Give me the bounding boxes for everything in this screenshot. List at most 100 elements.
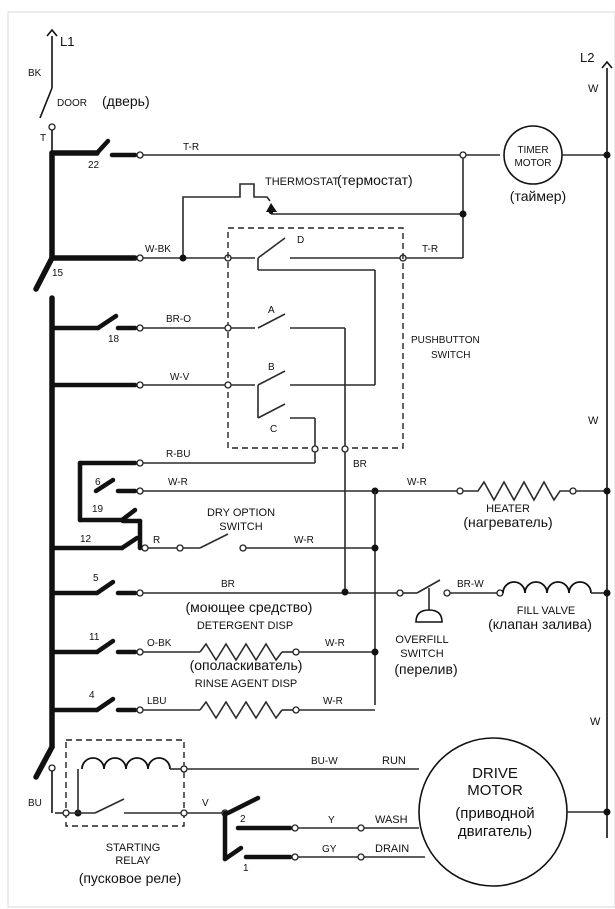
heater-ru: (нагреватель) <box>463 514 552 530</box>
relay-ru: (пусковое реле) <box>79 870 182 886</box>
contact-19-label: 19 <box>92 504 104 515</box>
wire-o-bk-label: O-BK <box>147 638 172 649</box>
door-label: DOOR <box>57 98 87 109</box>
timer-motor: TIMER MOTOR (таймер) <box>503 125 611 204</box>
rinse-ru: (ополаскиватель) <box>190 657 303 673</box>
detergent-ru: (моющее средство) <box>186 599 313 615</box>
wire-w-r-label-3: W-R <box>294 535 314 546</box>
pb-b-label: B <box>268 362 275 373</box>
run-label: RUN <box>382 755 406 767</box>
wire-gy-drain <box>291 853 425 861</box>
fill-valve-ru: (клапан залива) <box>488 616 592 632</box>
door-switch: DOOR (дверь) <box>57 93 150 109</box>
w-label-1: W <box>588 83 599 95</box>
thermostat: THERMOSTAT (термостат) <box>182 172 467 258</box>
door-label-ru: (дверь) <box>102 93 150 109</box>
wire-w-r-label-1: W-R <box>168 477 188 488</box>
pushbutton-line2: SWITCH <box>431 350 470 361</box>
wire-y-wash <box>291 824 419 832</box>
timer-bus <box>33 150 138 780</box>
overfill-line1: OVERFILL <box>395 634 448 646</box>
overfill-ru: (перелив) <box>394 661 457 677</box>
drain-label: DRAIN <box>375 843 409 855</box>
contact-22: 22 <box>88 138 138 171</box>
dry-option-switch: DRY OPTION SWITCH <box>148 507 379 552</box>
drive-motor-line1: DRIVE <box>472 765 518 782</box>
timer-motor-line1: TIMER <box>517 145 548 156</box>
l1-label: L1 <box>60 34 74 49</box>
wire-w-v <box>49 381 225 389</box>
wire-w-v-label: W-V <box>170 372 190 383</box>
timer-motor-line2: MOTOR <box>514 158 551 169</box>
overfill-line2: SWITCH <box>400 648 443 660</box>
contact-22-label: 22 <box>88 160 100 171</box>
drive-motor-ru2: двигатель) <box>458 823 532 840</box>
wire-r-bu <box>77 445 349 467</box>
pushbutton-switch: D PUSHBUTTON SWITCH A B C <box>224 227 480 592</box>
frame <box>7 11 615 908</box>
starting-relay: STARTING RELAY (пусковое реле) <box>48 739 188 886</box>
t-label: T <box>40 133 46 144</box>
rinse-agent-dispenser <box>143 700 375 720</box>
contact-18: 18 <box>49 313 225 345</box>
l1-supply <box>39 28 58 153</box>
wire-r-label: R <box>153 535 160 546</box>
contact-11-label: 11 <box>89 632 100 643</box>
l2-label: L2 <box>580 50 594 65</box>
wire-w-r-label-5: W-R <box>323 696 343 707</box>
wire-br-w-label: BR-W <box>457 579 484 590</box>
wire-gy-label: GY <box>322 844 337 855</box>
wire-t-r2-label: T-R <box>422 244 438 255</box>
drive-motor-line2: MOTOR <box>467 782 523 799</box>
relay-line1: STARTING <box>106 842 161 854</box>
timer-motor-ru: (таймер) <box>510 188 566 204</box>
wire-w-r-label-2: W-R <box>407 477 427 488</box>
contact-5-label: 5 <box>93 573 99 584</box>
wire-t-r-label: T-R <box>183 142 199 153</box>
wire-v: 2 1 <box>187 795 293 874</box>
relay-line2: RELAY <box>115 855 151 867</box>
contact-5: 5 <box>49 573 144 597</box>
wire-w-bk-label: W-BK <box>145 244 171 255</box>
bk-label: BK <box>28 68 42 79</box>
detergent-label: DETERGENT DISP <box>197 620 293 632</box>
drive-motor-ru1: (приводной <box>455 805 534 822</box>
wire-w-r-heater <box>143 487 464 705</box>
contact-4: 4 <box>49 690 144 714</box>
heater: HEATER (нагреватель) <box>463 480 611 530</box>
rinse-label: RINSE AGENT DISP <box>195 678 298 690</box>
wire-v-label: V <box>202 798 209 809</box>
wire-br-label-2: BR <box>221 579 235 590</box>
l2-neutral <box>601 60 613 838</box>
contact-12-label: 12 <box>80 534 92 545</box>
dry-option-line2: SWITCH <box>219 521 262 533</box>
wire-bu-w-label: BU-W <box>311 756 338 767</box>
contact-2-label: 2 <box>240 814 246 825</box>
fill-valve: BR-W FILL VALVE (клапан залива) <box>450 579 611 632</box>
wire-br-o-label: BR-O <box>166 314 191 325</box>
contact-11: 11 <box>49 632 144 656</box>
dry-option-line1: DRY OPTION <box>207 507 275 519</box>
wire-r-bu-label: R-BU <box>166 449 190 460</box>
contact-4-label: 4 <box>89 690 95 701</box>
pb-d-label: D <box>297 235 304 246</box>
contact-12: 12 <box>49 518 149 552</box>
wire-w-bk <box>136 237 463 262</box>
detergent-dispenser <box>143 642 379 662</box>
w-label-2: W <box>588 415 599 427</box>
contact-18-label: 18 <box>108 334 120 345</box>
pb-a-label: A <box>268 305 275 316</box>
pb-c-label: C <box>270 424 277 435</box>
wire-t-r-top <box>136 151 500 258</box>
wash-label: WASH <box>375 814 408 826</box>
contact-6-label: 6 <box>95 477 101 488</box>
wire-lbu-label: LBU <box>147 696 166 707</box>
contacts-6-19: 6 19 <box>77 460 144 523</box>
thermostat-ru: (термостат) <box>337 172 413 188</box>
overfill-switch: OVERFILL SWITCH (перелив) <box>394 579 458 677</box>
wire-y-label: Y <box>328 815 335 826</box>
heater-label: HEATER <box>486 503 530 515</box>
bu-label: BU <box>28 798 42 809</box>
wire-br-fill <box>143 588 404 597</box>
